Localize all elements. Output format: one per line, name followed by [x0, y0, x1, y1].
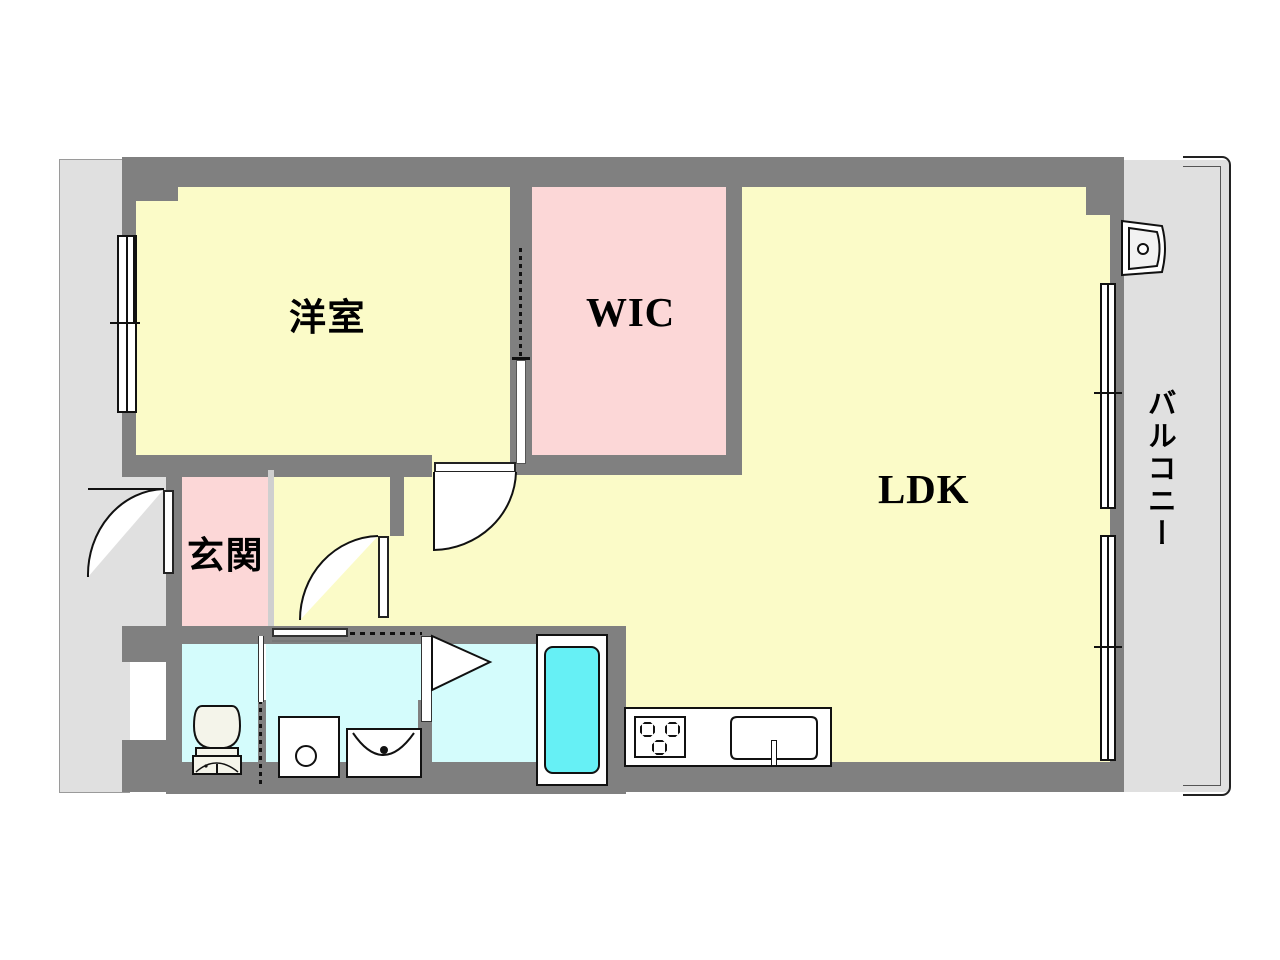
wall-wic-bottom — [510, 455, 742, 475]
wic-door-head-jamb — [512, 357, 530, 360]
balcony-door-upper-mullion — [1107, 284, 1109, 508]
kitchen-faucet-icon — [771, 740, 777, 766]
ldk-door-swing — [433, 471, 517, 552]
kitchen-sink-icon — [730, 716, 818, 760]
wall-exterior-top — [122, 157, 1124, 187]
room-label-washitsu: 洋室 — [289, 296, 366, 339]
toilet-door-jamb — [258, 636, 264, 702]
outer-corridor-outline-left — [59, 159, 60, 793]
bedroom-window-overlap — [110, 322, 140, 324]
washroom-door-track — [272, 640, 350, 642]
burner-front-icon — [652, 740, 667, 755]
wall-hall-right — [390, 470, 404, 536]
toilet-unit-icon — [192, 705, 242, 775]
entrance-door-panel[interactable] — [163, 490, 174, 574]
wall-kitchen-jog — [822, 766, 1124, 792]
wall-genkan-right — [268, 470, 274, 630]
balcony-door-lower-mullion — [1107, 536, 1109, 760]
balcony-inner-outline — [1183, 166, 1221, 786]
room-label-wic: WIC — [586, 289, 676, 335]
room-washitsu-fill — [134, 196, 524, 464]
wic-door-panel[interactable] — [516, 360, 526, 464]
washroom-door-open-panel — [340, 632, 422, 635]
balcony-drain-outlet-icon — [1121, 219, 1166, 277]
wall-ldk-left-lower — [610, 626, 626, 772]
toilet-partition-dashed — [259, 700, 262, 788]
balcony-door-upper-overlap — [1094, 392, 1122, 394]
wall-wic-right — [726, 160, 742, 470]
washer-pan-drain-icon — [295, 745, 317, 767]
outer-corridor-outline-top — [60, 159, 130, 160]
burner-left-icon — [640, 722, 655, 737]
wall-hall-top — [380, 455, 432, 477]
bedroom-window-pane-edge — [133, 236, 135, 324]
outer-corridor-notch-mid — [60, 470, 180, 630]
wall-toilet-right — [258, 700, 266, 792]
wall-right-top-block — [1086, 157, 1124, 215]
hall-door-swing — [299, 535, 379, 621]
bathtub-icon — [544, 646, 600, 774]
room-label-balcony: バルコニー — [1143, 388, 1178, 551]
wall-washitsu-bottom — [122, 455, 422, 477]
outer-corridor-outline-bottom — [60, 792, 130, 793]
bath-door-fold — [431, 634, 493, 692]
room-genkan-fill — [180, 470, 268, 630]
burner-right-icon — [665, 722, 680, 737]
room-label-genkan: 玄関 — [187, 534, 264, 577]
hall-door-panel[interactable] — [378, 536, 389, 618]
balcony-rail-outline — [1183, 156, 1231, 796]
room-label-ldk: LDK — [878, 466, 970, 512]
wall-wetzone-bottom — [166, 780, 626, 794]
washroom-door-panel[interactable] — [272, 628, 348, 637]
vanity-basin-bowl-icon — [352, 732, 415, 756]
bedroom-window-mullion — [126, 236, 128, 412]
entrance-door-swing — [86, 488, 165, 578]
balcony-door-lower-overlap — [1094, 646, 1122, 648]
wic-door-open-panel — [519, 248, 522, 358]
wall-exterior-left-wetzone — [166, 632, 182, 792]
room-wic-fill — [528, 166, 728, 464]
